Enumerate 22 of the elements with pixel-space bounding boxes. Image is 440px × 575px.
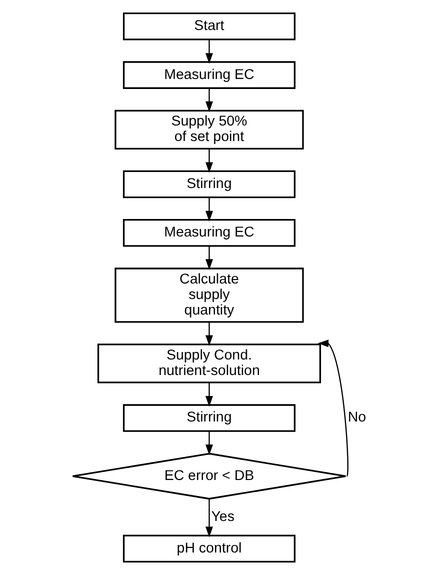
edge-label: No — [347, 410, 366, 426]
node-box: pH control — [122, 534, 295, 562]
node-box: Stirring — [122, 170, 295, 198]
node-box: Measuring EC — [122, 219, 295, 247]
arrow — [204, 246, 212, 270]
arrow — [204, 40, 212, 64]
edge-label: Yes — [210, 508, 234, 525]
arrow — [204, 382, 212, 407]
node-box: Measuring EC — [122, 61, 295, 89]
arrow — [204, 149, 212, 173]
arrow — [204, 322, 212, 346]
node-box: Stirring — [122, 404, 295, 432]
node-box: Start — [122, 12, 295, 40]
node-box: Supply Cond. nutrient-solution — [96, 344, 321, 384]
arrow — [317, 340, 348, 476]
arrow — [204, 88, 212, 112]
node-box: Supply 50% of set point — [114, 110, 304, 150]
node-diamond: EC error < DB — [71, 452, 346, 500]
arrow — [204, 432, 212, 456]
arrow — [204, 498, 212, 538]
arrow — [204, 198, 212, 222]
node-box: Calculate supply quantity — [114, 268, 304, 323]
